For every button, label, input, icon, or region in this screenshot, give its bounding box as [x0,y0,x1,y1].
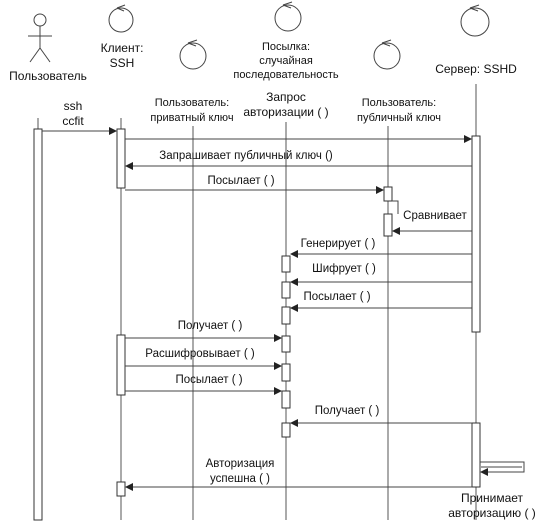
request-lifeline-label-line2: авторизации ( ) [243,105,328,119]
participant-client-label-line1: Клиент: [101,41,144,55]
auth-ok-label-line2: успешна ( ) [210,473,270,485]
request-activation-4 [281,335,291,353]
privkey-lifeline-label-line2: приватный ключ [150,112,233,124]
client-object-icon [108,4,134,33]
privkey-lifeline-label-line1: Пользователь: [155,97,229,109]
auth-ok-label-line1: Авторизация [206,458,275,470]
user-command-line2: ccfit [62,114,84,128]
server-self-arrow [480,461,525,476]
receive2-label: Получает ( ) [315,405,380,417]
user-command-line1: ssh [64,99,83,113]
accept-label-line2: авторизацию ( ) [448,506,536,520]
request-activation-5 [281,363,291,382]
server-object-icon [460,4,490,37]
accept-label-line1: Принимает [461,491,524,505]
request-pubkey-label: Запрашивает публичный ключ () [159,150,333,162]
pubkey-lifeline-label-line1: Пользователь: [362,97,436,109]
pubkey-activation-2 [383,213,393,237]
client-activation-2 [116,334,126,396]
participant-server-label: Сервер: SSHD [435,62,517,76]
receive1-label: Получает ( ) [178,320,243,332]
decrypt-label: Расшифровывает ( ) [145,348,255,360]
pubkey-lifeline-label-line2: публичный ключ [357,112,441,124]
send2-label: Посылает ( ) [303,291,370,303]
send1-label: Посылает ( ) [207,175,274,187]
participant-package-label-line2: случайная [259,55,313,67]
request-activation-6 [281,390,291,409]
encrypt-label: Шифрует ( ) [312,263,376,275]
compare-label: Сравнивает [403,210,467,222]
request-activation-2 [281,281,291,299]
client-activation-3 [116,481,126,497]
client-activation-1 [116,128,126,189]
server-activation-2 [471,422,481,488]
pubkey-object-icon [373,39,401,70]
user-stick-figure-icon [28,13,52,63]
request-activation-3 [281,306,291,325]
request-activation-1 [281,255,291,273]
generate-label: Генерирует ( ) [301,238,376,250]
privkey-object-icon [179,39,207,70]
compare-connector [392,200,399,214]
request-lifeline-label-line1: Запрос [266,90,306,104]
server-activation-1 [471,135,481,333]
pubkey-activation-1 [383,186,393,202]
participant-package-label-line3: последовательность [233,69,339,81]
participant-client-label-line2: SSH [110,56,135,70]
participant-user-label: Пользователь [9,69,87,83]
request-activation-7 [281,422,291,438]
package-object-icon [274,1,302,32]
participant-package-label-line1: Посылка: [262,41,310,53]
user-activation [33,128,43,521]
send3-label: Посылает ( ) [175,374,242,386]
